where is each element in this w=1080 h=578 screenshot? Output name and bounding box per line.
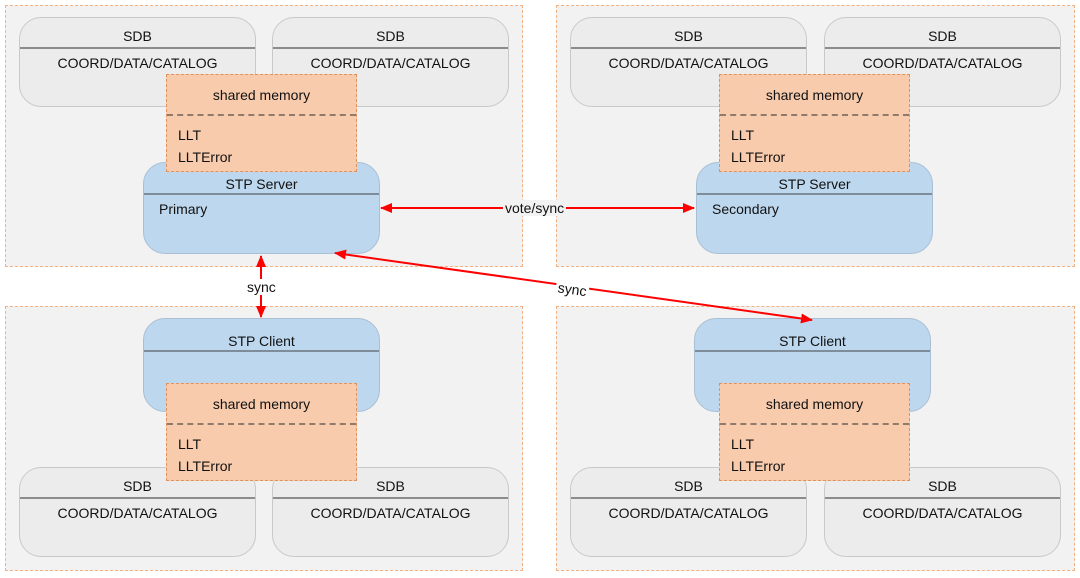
sdb-divider: [20, 47, 255, 49]
shared-memory-block: shared memory LLT LLTError: [719, 383, 910, 481]
sdb-subtitle: COORD/DATA/CATALOG: [310, 505, 471, 521]
shared-memory-divider: [720, 423, 909, 425]
sdb-title: SDB: [376, 478, 405, 494]
shared-memory-divider: [167, 423, 356, 425]
sdb-divider: [273, 47, 508, 49]
sdb-title: SDB: [928, 478, 957, 494]
shared-memory-block: shared memory LLT LLTError: [166, 74, 357, 172]
stp-server-secondary: STP Server Secondary: [696, 162, 933, 254]
stp-server-primary: STP Server Primary: [143, 162, 380, 254]
shared-memory-title: shared memory: [212, 87, 311, 103]
sdb-divider: [825, 47, 1060, 49]
sdb-title: SDB: [123, 28, 152, 44]
sdb-node: SDB COORD/DATA/CATALOG: [19, 467, 256, 557]
sdb-title: SDB: [123, 478, 152, 494]
stp-client-title: STP Client: [228, 333, 295, 349]
sdb-title: SDB: [376, 28, 405, 44]
shared-memory-block: shared memory LLT LLTError: [719, 74, 910, 172]
shared-memory-divider: [167, 114, 356, 116]
stp-server-role: Secondary: [712, 201, 779, 217]
sdb-divider: [273, 497, 508, 499]
sdb-subtitle: COORD/DATA/CATALOG: [57, 55, 218, 71]
sdb-subtitle: COORD/DATA/CATALOG: [57, 505, 218, 521]
shared-memory-item: LLT: [178, 127, 202, 143]
sdb-title: SDB: [674, 478, 703, 494]
stp-server-divider: [697, 193, 932, 195]
sdb-subtitle: COORD/DATA/CATALOG: [608, 55, 769, 71]
sdb-subtitle: COORD/DATA/CATALOG: [862, 505, 1023, 521]
stp-server-divider: [144, 193, 379, 195]
stp-client-title: STP Client: [779, 333, 846, 349]
sdb-title: SDB: [928, 28, 957, 44]
shared-memory-block: shared memory LLT LLTError: [166, 383, 357, 481]
shared-memory-item: LLT: [178, 436, 202, 452]
sdb-node: SDB COORD/DATA/CATALOG: [570, 467, 807, 557]
sdb-subtitle: COORD/DATA/CATALOG: [310, 55, 471, 71]
sdb-node: SDB COORD/DATA/CATALOG: [272, 467, 509, 557]
sdb-node: SDB COORD/DATA/CATALOG: [824, 467, 1061, 557]
sdb-divider: [825, 497, 1060, 499]
stp-client-divider: [695, 350, 930, 352]
sdb-divider: [571, 497, 806, 499]
shared-memory-item: LLTError: [178, 458, 233, 474]
stp-server-title: STP Server: [225, 176, 298, 192]
sdb-divider: [571, 47, 806, 49]
shared-memory-item: LLT: [731, 436, 755, 452]
sdb-divider: [20, 497, 255, 499]
sdb-subtitle: COORD/DATA/CATALOG: [862, 55, 1023, 71]
sdb-subtitle: COORD/DATA/CATALOG: [608, 505, 769, 521]
sync-vertical-label: sync: [245, 279, 278, 295]
vote-sync-label: vote/sync: [503, 200, 567, 216]
stp-server-role: Primary: [159, 201, 208, 217]
shared-memory-item: LLTError: [731, 149, 786, 165]
shared-memory-title: shared memory: [765, 396, 864, 412]
shared-memory-divider: [720, 114, 909, 116]
stp-client-divider: [144, 350, 379, 352]
sdb-node: SDB COORD/DATA/CATALOG: [570, 17, 807, 107]
shared-memory-item: LLTError: [731, 458, 786, 474]
shared-memory-title: shared memory: [765, 87, 864, 103]
shared-memory-title: shared memory: [212, 396, 311, 412]
shared-memory-item: LLT: [731, 127, 755, 143]
stp-server-title: STP Server: [778, 176, 851, 192]
shared-memory-item: LLTError: [178, 149, 233, 165]
sdb-title: SDB: [674, 28, 703, 44]
